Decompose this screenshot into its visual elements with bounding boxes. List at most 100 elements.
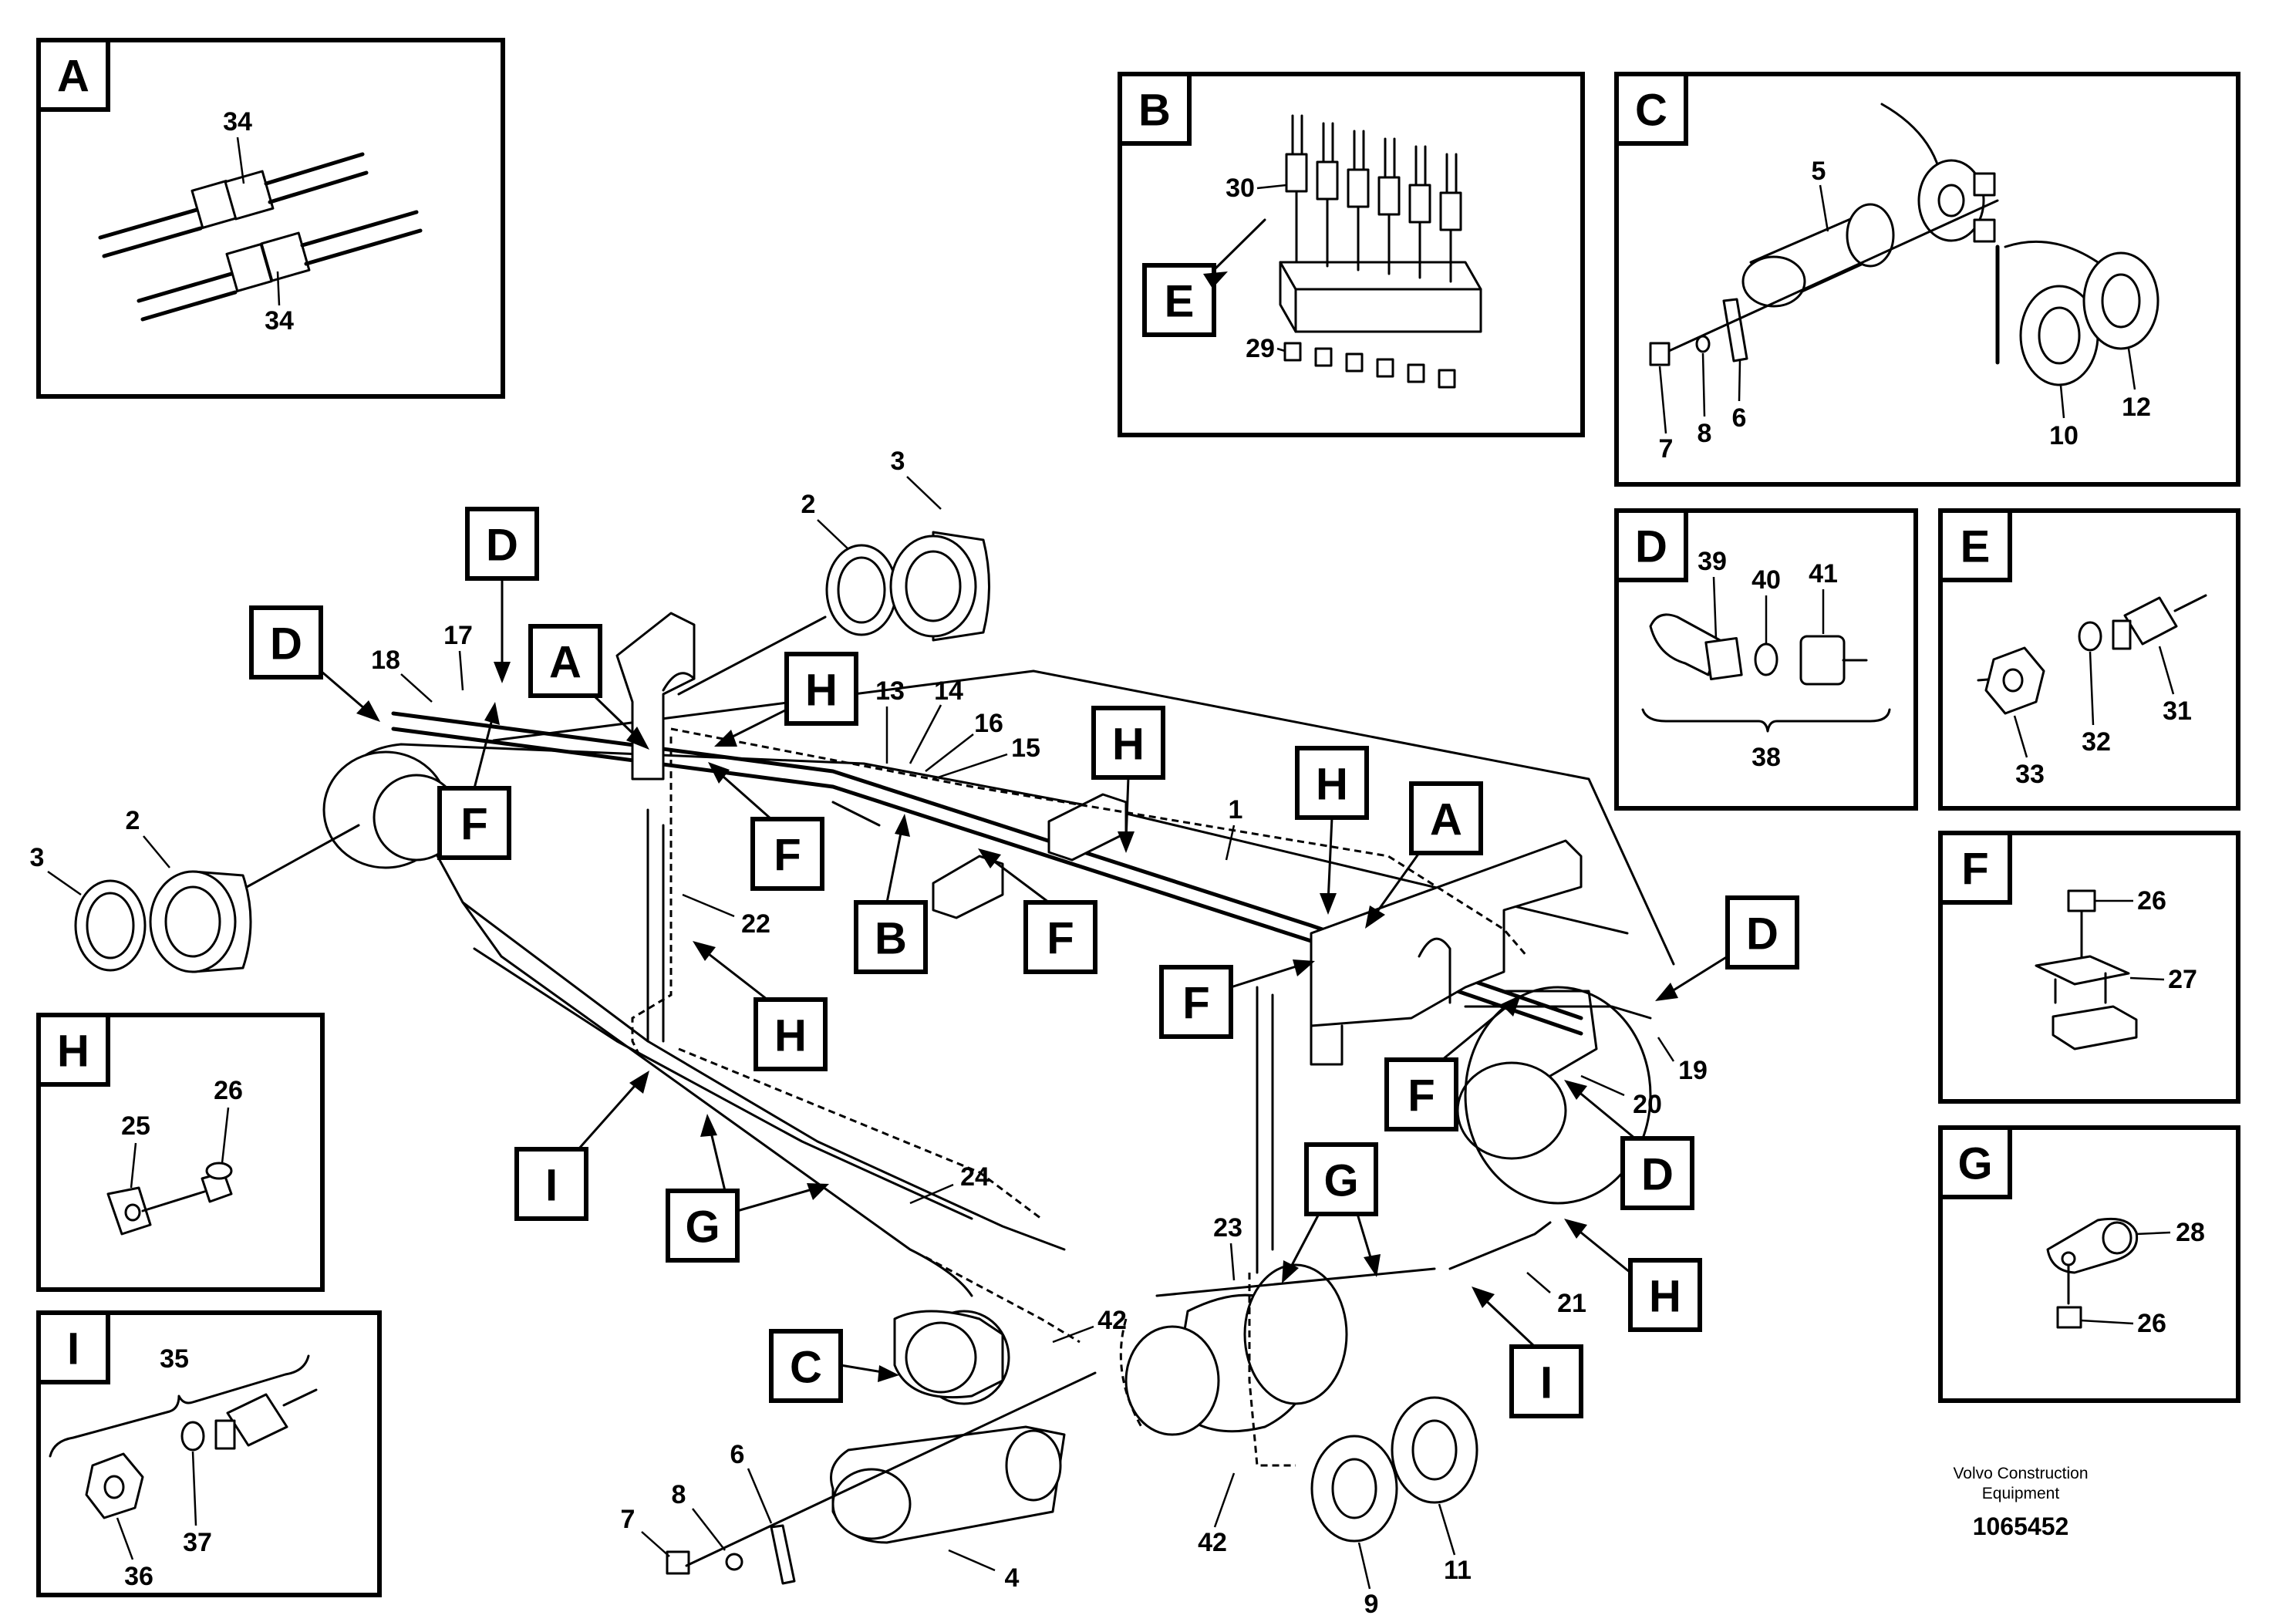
detail-i-letter: I	[67, 1324, 79, 1374]
callout-34-top: 34	[223, 107, 252, 137]
main-tag-h-5: H	[1564, 1219, 1702, 1332]
callout-12: 12	[2122, 393, 2151, 422]
main-tag-g-1: G	[666, 1114, 829, 1263]
callout-4: 4	[1005, 1563, 1020, 1593]
svg-text:H: H	[1112, 720, 1145, 770]
svg-text:C: C	[790, 1343, 822, 1393]
svg-text:F: F	[1408, 1071, 1435, 1121]
svg-text:F: F	[1182, 979, 1209, 1029]
svg-text:A: A	[549, 638, 582, 688]
detail-c-letter: C	[1635, 86, 1667, 136]
main-tag-b: B	[854, 814, 928, 974]
p-clip-illustration	[2046, 1217, 2139, 1329]
svg-text:I: I	[545, 1161, 558, 1211]
detail-b-subtag-e: E	[1165, 277, 1195, 327]
manifold-block-illustration	[1279, 114, 1482, 389]
callout-1: 1	[1229, 795, 1243, 824]
swivel-fitting-illustration	[1649, 613, 1868, 686]
callout-23: 23	[1213, 1213, 1242, 1243]
callout-7: 7	[1659, 434, 1674, 464]
main-callouts: 3 2 3 2 18 17 13 14 16 15 1 22 24 19 20 …	[30, 447, 1708, 1619]
callout-5: 5	[1812, 157, 1826, 186]
callout-6-main: 6	[730, 1440, 745, 1469]
main-tag-f-5: F	[1384, 995, 1521, 1131]
svg-text:H: H	[1649, 1272, 1681, 1322]
svg-text:G: G	[685, 1202, 720, 1253]
svg-text:F: F	[460, 800, 487, 850]
brand-line-2: Equipment	[1982, 1485, 2060, 1502]
main-tag-d-2: D	[465, 507, 539, 683]
callout-33: 33	[2015, 760, 2045, 789]
svg-text:H: H	[1316, 760, 1348, 810]
callout-26-h: 26	[214, 1076, 243, 1105]
bracket-illustration	[106, 1162, 233, 1236]
svg-text:D: D	[1641, 1150, 1674, 1200]
callout-13: 13	[875, 676, 905, 706]
main-tag-h-1: H	[714, 652, 858, 747]
detail-i-panel: I 35 36 37	[36, 1310, 382, 1597]
detail-a-panel: A 34 34	[36, 38, 505, 399]
svg-text:D: D	[1746, 909, 1778, 959]
fitting-pair-illustration	[98, 152, 423, 322]
callout-2-top: 2	[801, 490, 816, 519]
callout-2-left: 2	[126, 806, 140, 835]
union-fitting-i-illustration	[85, 1388, 318, 1519]
detail-g-panel: G 28 26	[1938, 1125, 2240, 1403]
svg-text:D: D	[486, 521, 518, 571]
callout-14: 14	[934, 676, 963, 706]
detail-e-panel: E 33 32 31	[1938, 508, 2240, 811]
main-tag-i-1: I	[514, 1071, 649, 1221]
callout-37: 37	[183, 1528, 212, 1557]
main-tag-f-3: F	[978, 848, 1097, 974]
svg-text:F: F	[1047, 914, 1074, 964]
detail-g-letter: G	[1957, 1139, 1992, 1189]
callout-27: 27	[2168, 965, 2197, 994]
main-tag-d-4: D	[1564, 1080, 1694, 1210]
callout-42-bottom: 42	[1198, 1528, 1227, 1557]
callout-29: 29	[1246, 334, 1275, 363]
main-tag-d-1: D	[249, 605, 380, 722]
main-tag-i-2: I	[1472, 1286, 1583, 1418]
svg-text:B: B	[875, 914, 907, 964]
svg-text:I: I	[1540, 1358, 1553, 1408]
union-fitting-illustration	[1977, 594, 2207, 715]
pin-assembly-illustration	[1649, 103, 2159, 386]
callout-3-top: 3	[891, 447, 905, 476]
callout-10: 10	[2049, 421, 2079, 450]
callout-11: 11	[1444, 1556, 1472, 1585]
svg-text:G: G	[1323, 1156, 1358, 1206]
detail-h-letter: H	[57, 1027, 89, 1077]
detail-a-letter: A	[57, 52, 89, 102]
callout-25: 25	[121, 1111, 150, 1141]
callout-8-main: 8	[672, 1480, 686, 1509]
callout-41: 41	[1809, 559, 1838, 588]
callout-16: 16	[974, 709, 1003, 738]
main-tag-h-4: H	[693, 941, 828, 1071]
main-tag-h-3: H	[1295, 746, 1369, 915]
callout-26-f: 26	[2137, 886, 2166, 916]
svg-text:F: F	[774, 831, 801, 881]
main-tag-a-1: A	[528, 624, 649, 750]
detail-e-letter: E	[1961, 522, 1991, 572]
callout-6: 6	[1732, 403, 1747, 433]
callout-22: 22	[741, 909, 770, 939]
callout-26-g: 26	[2137, 1309, 2166, 1338]
detail-f-letter: F	[1961, 845, 1988, 895]
svg-text:H: H	[805, 666, 838, 716]
document-number: 1065452	[1973, 1512, 2069, 1540]
callout-7-main: 7	[621, 1505, 636, 1534]
callout-24: 24	[960, 1162, 990, 1192]
callout-38: 38	[1752, 743, 1781, 772]
detail-h-panel: H 25 26	[36, 1013, 325, 1292]
callout-36: 36	[124, 1562, 153, 1591]
callout-9: 9	[1364, 1590, 1379, 1619]
brand-line-1: Volvo Construction	[1953, 1465, 2088, 1482]
callout-39: 39	[1698, 547, 1727, 576]
top-pin-set	[677, 531, 990, 696]
callout-34-bottom: 34	[265, 306, 294, 336]
callout-15: 15	[1011, 733, 1040, 763]
bottom-pin-set	[666, 1371, 1478, 1585]
svg-text:H: H	[774, 1011, 807, 1061]
callout-3-left: 3	[30, 843, 45, 872]
detail-d-panel: D 39 40 41 38	[1614, 508, 1918, 811]
